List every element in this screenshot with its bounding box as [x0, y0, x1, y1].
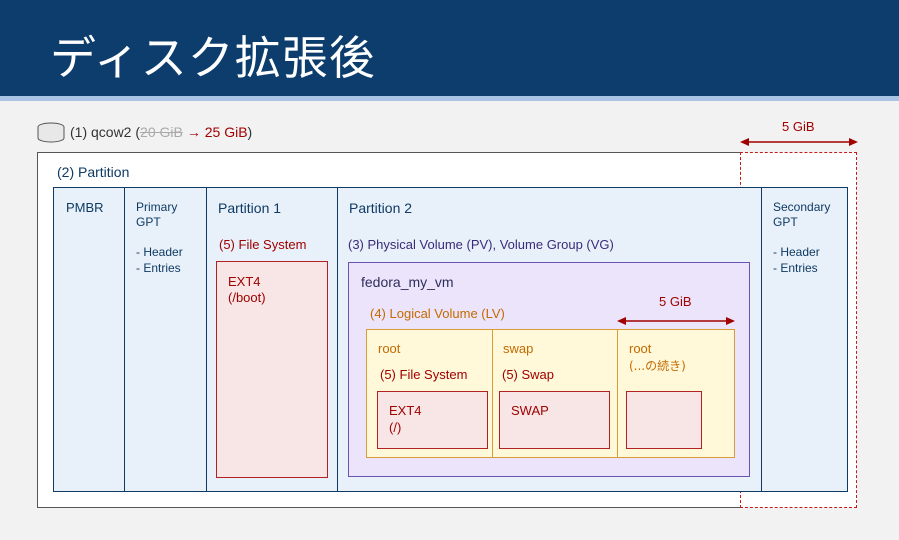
expansion-arrow: [740, 138, 858, 146]
qcow2-new-size: → 25 GiB: [186, 124, 248, 140]
partition-1-label: Partition 1: [218, 200, 282, 216]
primary-gpt-title-1: Primary: [136, 200, 178, 214]
lv-root-fs-type: EXT4: [389, 403, 422, 418]
lv-root-mount: (/): [389, 420, 402, 435]
partition-1-fs-box: EXT4 (/boot): [216, 261, 328, 478]
lv-root: root (5) File System EXT4 (/): [366, 329, 493, 458]
lv-root-cont-note: (...の続き): [629, 359, 686, 373]
pmbr-block: PMBR: [53, 187, 125, 492]
secondary-gpt-title-1: Secondary: [773, 200, 831, 214]
lv-swap-fs-label: (5) Swap: [502, 367, 555, 382]
secondary-gpt-block: Secondary GPT - Header - Entries: [761, 187, 848, 492]
lv-label: (4) Logical Volume (LV): [370, 306, 505, 321]
pv-vg-label: (3) Physical Volume (PV), Volume Group (…: [348, 237, 614, 252]
partition-1-block: Partition 1 (5) File System EXT4 (/boot): [206, 187, 338, 492]
lv-swap-fs-box: SWAP: [499, 391, 610, 449]
lv-expansion-arrow: [617, 317, 735, 325]
vg-name: fedora_my_vm: [361, 274, 454, 290]
lv-swap: swap (5) Swap SWAP: [492, 329, 618, 458]
lv-root-name: root: [378, 341, 401, 356]
qcow2-old-size: 20 GiB: [140, 124, 183, 140]
qcow2-label-suffix: ): [247, 124, 253, 140]
partition-1-fs-type: EXT4: [228, 274, 261, 289]
lv-expansion-size-label: 5 GiB: [659, 294, 692, 309]
partition-1-mount: (/boot): [228, 290, 266, 305]
lv-swap-fs-type: SWAP: [511, 403, 549, 418]
slide-header: [0, 0, 899, 96]
lv-root-cont-fs-box: [626, 391, 702, 449]
lv-root-continuation: root (...の続き): [618, 329, 735, 458]
partition-label: (2) Partition: [57, 164, 130, 180]
expansion-size-label: 5 GiB: [782, 119, 815, 134]
disk-icon: [37, 122, 65, 143]
slide-title: ディスク拡張後: [50, 31, 376, 85]
partition-1-fs-label: (5) File System: [219, 237, 307, 252]
secondary-gpt-title-2: GPT: [773, 215, 798, 229]
primary-gpt-block: Primary GPT - Header - Entries: [124, 187, 207, 492]
primary-gpt-item-header: - Header: [136, 245, 183, 259]
partition-2-label: Partition 2: [349, 200, 413, 216]
qcow2-label-prefix: (1) qcow2 (: [70, 124, 141, 140]
lv-swap-name: swap: [503, 341, 534, 356]
primary-gpt-item-entries: - Entries: [136, 261, 181, 275]
pmbr-label: PMBR: [66, 200, 104, 215]
lv-root-fs-label: (5) File System: [380, 367, 468, 382]
header-accent-bar: [0, 96, 899, 101]
lv-root-cont-name: root: [629, 341, 652, 356]
primary-gpt-title-2: GPT: [136, 215, 161, 229]
lv-root-fs-box: EXT4 (/): [377, 391, 488, 449]
qcow2-label: (1) qcow2 (20 GiB→ 25 GiB): [70, 124, 252, 140]
secondary-gpt-item-entries: - Entries: [773, 261, 818, 275]
secondary-gpt-item-header: - Header: [773, 245, 820, 259]
